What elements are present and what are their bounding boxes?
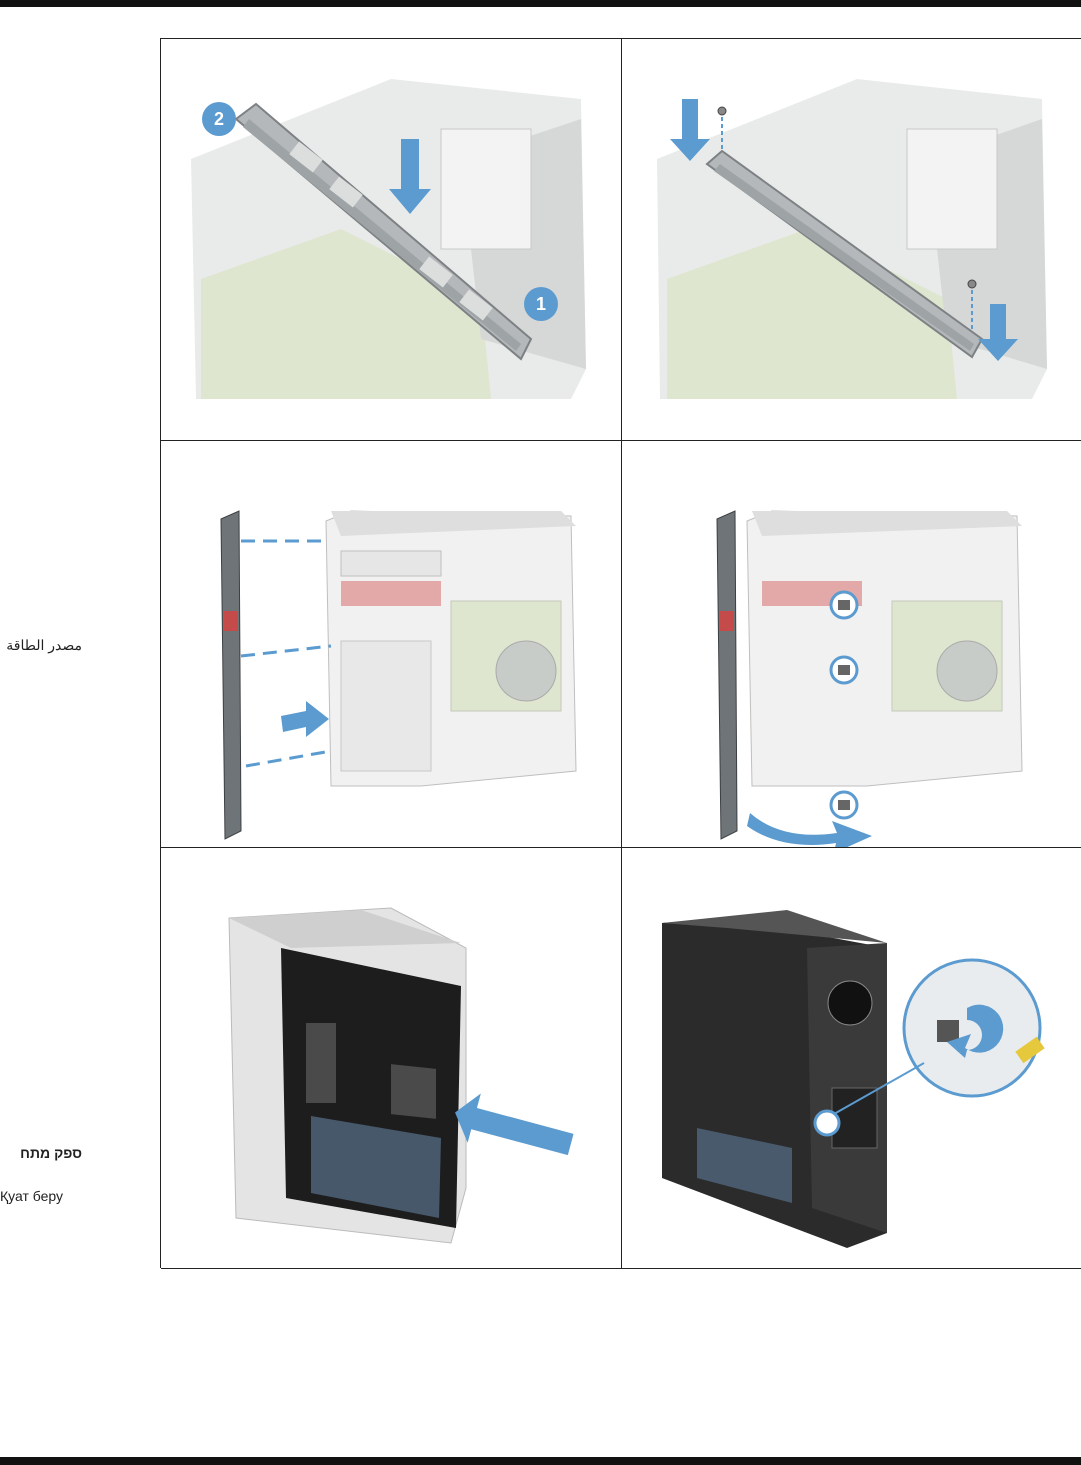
panel-thumbscrew	[622, 848, 1081, 1269]
panel-front-bezel-rotate	[622, 441, 1081, 848]
callout-2: 2	[214, 109, 224, 129]
bottom-rule	[0, 1457, 1081, 1465]
top-rule	[0, 0, 1081, 7]
side-panel-slide-illustration	[161, 848, 621, 1268]
illustration-grid: 2 1	[160, 38, 1081, 1268]
side-label-arabic: مصدر الطاقة	[0, 637, 82, 654]
callout-1: 1	[536, 294, 546, 314]
panel-bracket-insert: 2 1	[161, 39, 622, 441]
bracket-insert-illustration: 2 1	[161, 39, 621, 440]
panel-front-bezel-attach	[161, 441, 622, 848]
panel-side-panel-slide	[161, 848, 622, 1269]
side-label-kazakh: Қуат беру	[0, 1188, 90, 1204]
front-bezel-attach-illustration	[161, 441, 621, 847]
side-label-hebrew: ספק מתח	[0, 1145, 82, 1161]
bracket-screws-illustration	[622, 39, 1081, 440]
panel-bracket-screws	[622, 39, 1081, 441]
front-bezel-rotate-illustration	[622, 441, 1081, 847]
thumbscrew-illustration	[622, 848, 1081, 1268]
